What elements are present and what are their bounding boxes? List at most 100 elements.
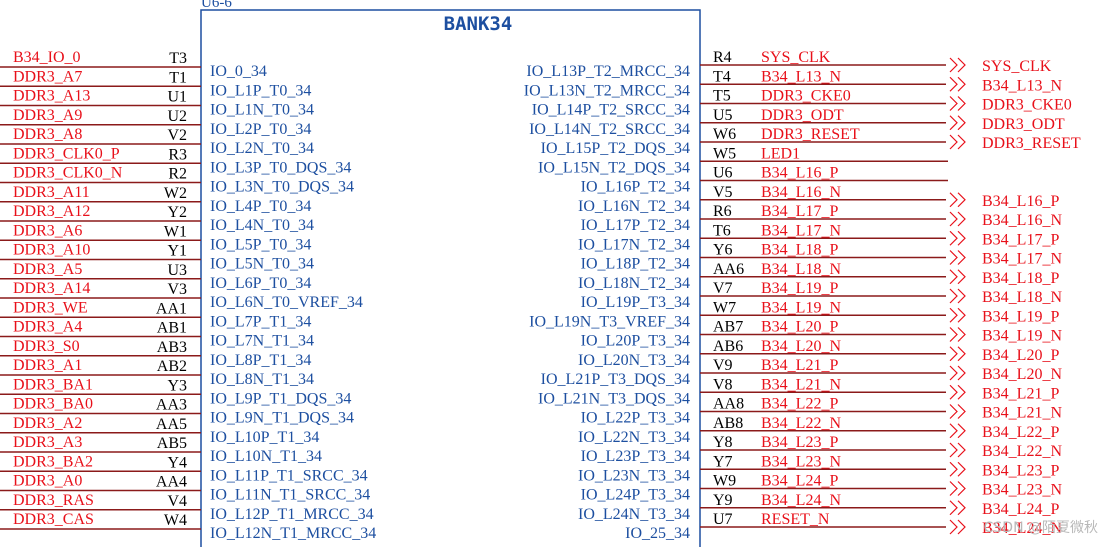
right-pin-number: AB6 [713, 338, 743, 355]
left-pin-number: AA3 [156, 397, 187, 414]
left-net-label: DDR3_A6 [13, 222, 82, 239]
left-pin-number: Y4 [167, 454, 187, 471]
right-pin-number: T4 [713, 68, 731, 85]
right-net-label: B34_L23_P [761, 434, 838, 451]
port-label: B34_L17_P [982, 231, 1059, 248]
port-label: B34_L16_N [982, 212, 1062, 229]
left-net-label: DDR3_CLK0_N [13, 165, 123, 182]
left-net-label: DDR3_A12 [13, 203, 90, 220]
port-label: B34_L21_P [982, 385, 1059, 402]
right-pin-number: V9 [713, 357, 733, 374]
offpage-connector-icon [949, 500, 966, 516]
offpage-connector-icon [949, 384, 966, 400]
right-pin-number: T5 [713, 88, 731, 105]
offpage-connector-icon [949, 269, 966, 285]
right-net-label: B34_L22_N [761, 415, 841, 432]
left-io-name: IO_L9N_T1_DQS_34 [210, 410, 354, 427]
port-label: DDR3_CKE0 [982, 97, 1072, 114]
left-pin-number: Y2 [167, 204, 187, 221]
right-pin-number: Y9 [713, 492, 733, 509]
right-pin-number: U7 [713, 511, 733, 528]
right-io-name: IO_L15N_T2_DQS_34 [538, 159, 690, 176]
port-label: B34_L19_P [982, 308, 1059, 325]
right-io-name: IO_L22N_T3_34 [578, 429, 690, 446]
right-net-label: B34_L19_N [761, 299, 841, 316]
left-pin-number: W2 [164, 185, 187, 202]
left-pin-number: Y1 [167, 243, 187, 260]
right-net-label: B34_L17_P [761, 203, 838, 220]
right-net-label: B34_L19_P [761, 280, 838, 297]
offpage-connector-icon [949, 211, 966, 227]
left-net-label: DDR3_A8 [13, 126, 82, 143]
left-io-name: IO_L5P_T0_34 [210, 236, 311, 253]
left-net-label: DDR3_A2 [13, 415, 82, 432]
right-net-label: B34_L16_P [761, 165, 838, 182]
left-net-label: DDR3_A11 [13, 184, 90, 201]
right-net-label: B34_L16_N [761, 184, 841, 201]
port-label: B34_L23_P [982, 462, 1059, 479]
left-io-name: IO_L5N_T0_34 [210, 256, 314, 273]
right-pin-number: R4 [713, 49, 732, 66]
port-label: B34_L20_P [982, 347, 1059, 364]
right-io-name: IO_L21N_T3_DQS_34 [538, 390, 690, 407]
left-net-label: DDR3_A5 [13, 261, 82, 278]
right-net-label: B34_L20_P [761, 319, 838, 336]
left-io-name: IO_0_34 [210, 63, 267, 80]
left-io-name: IO_L11N_T1_SRCC_34 [210, 487, 370, 504]
left-pin-number: T3 [169, 50, 187, 67]
right-net-label: B34_L18_P [761, 242, 838, 259]
left-pin-number: W4 [164, 512, 187, 529]
right-pin-row: IO_L16P_T2_34 U6 B34_L16_P [581, 165, 948, 196]
left-io-name: IO_L3P_T0_DQS_34 [210, 159, 351, 176]
right-pin-number: W9 [713, 473, 736, 490]
right-net-label: DDR3_CKE0 [761, 88, 851, 105]
right-io-name: IO_L16P_T2_34 [581, 179, 690, 196]
left-pin-number: W1 [164, 223, 187, 240]
left-net-label: DDR3_A1 [13, 357, 82, 374]
right-io-name: IO_L14N_T2_SRCC_34 [529, 121, 690, 138]
right-pin-number: U6 [713, 165, 733, 182]
left-net-label: DDR3_A9 [13, 107, 82, 124]
offpage-connector-icon [949, 327, 966, 342]
right-pin-number: AA6 [713, 261, 744, 278]
right-pin-number: Y6 [713, 242, 733, 259]
offpage-connector-icon [949, 76, 966, 92]
right-io-name: IO_L19N_T3_VREF_34 [529, 313, 690, 330]
right-pin-number: Y8 [713, 434, 733, 451]
left-io-name: IO_L6P_T0_34 [210, 275, 311, 292]
left-pin-number: Y3 [167, 377, 187, 394]
right-net-label: B34_L24_P [761, 473, 838, 490]
component-ref: U6-6 [201, 0, 232, 11]
port-label: B34_L13_N [982, 77, 1062, 94]
left-net-label: DDR3_A10 [13, 242, 90, 259]
right-pin-number: T6 [713, 222, 731, 239]
left-io-name: IO_L8N_T1_34 [210, 371, 314, 388]
left-net-label: DDR3_A4 [13, 319, 82, 336]
left-io-name: IO_L4P_T0_34 [210, 198, 311, 215]
port-label: B34_L19_N [982, 328, 1062, 345]
left-io-name: IO_L11P_T1_SRCC_34 [210, 467, 368, 484]
right-pin-number: V8 [713, 376, 733, 393]
right-net-label: B34_L20_N [761, 338, 841, 355]
offpage-connector-icon [949, 96, 966, 111]
left-pin-number: U2 [167, 108, 187, 125]
right-pin-number: V5 [713, 184, 733, 201]
